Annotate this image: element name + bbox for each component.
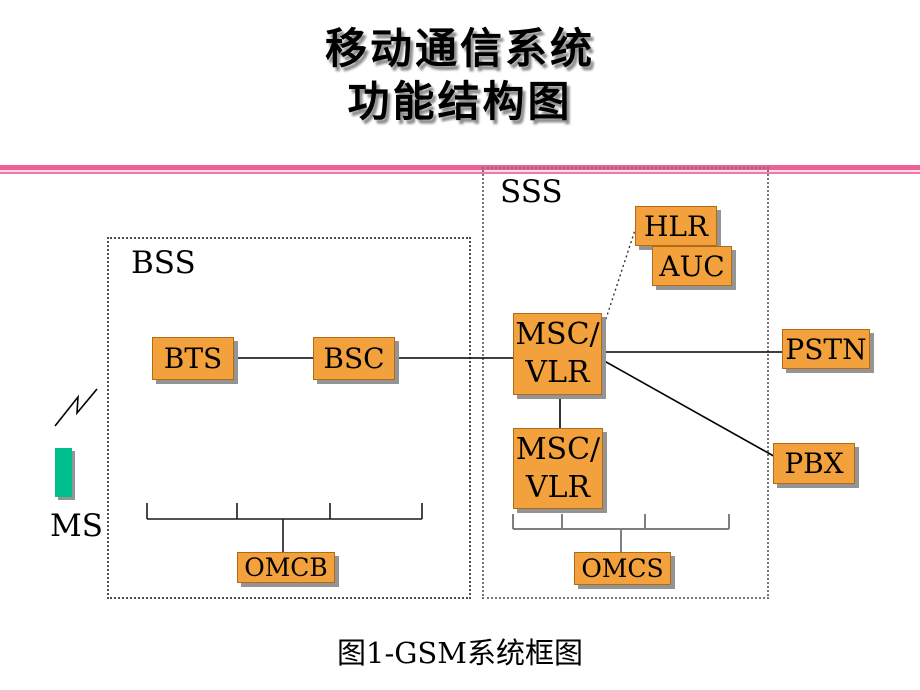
node-bts: BTS: [152, 337, 234, 380]
bss-region-box: BSS: [107, 237, 471, 599]
divider-gap: [0, 170, 920, 172]
sss-bus-comb: [512, 514, 730, 553]
radio-wave-icon: [54, 388, 98, 427]
slide-title-line2: 功能结构图: [347, 77, 573, 126]
mobile-phone-icon: [55, 448, 72, 497]
ms-label: MS: [50, 508, 103, 544]
node-bsc: BSC: [313, 337, 395, 380]
node-pstn: PSTN: [782, 329, 870, 369]
node-auc: AUC: [652, 246, 732, 286]
divider-thin-bar: [0, 172, 920, 174]
line-msc-pbx: [598, 357, 780, 460]
node-pbx: PBX: [773, 443, 855, 484]
divider-thick-bar: [0, 165, 920, 170]
sss-region-label: SSS: [500, 174, 563, 210]
node-omcs: OMCS: [574, 552, 671, 585]
node-omcb: OMCB: [237, 552, 335, 583]
title-divider: [0, 165, 920, 174]
sss-region-box: SSS: [482, 167, 769, 599]
node-msc-vlr-bottom: MSC/ VLR: [513, 428, 603, 509]
node-msc-vlr-top: MSC/ VLR: [513, 313, 602, 395]
node-hlr: HLR: [635, 206, 717, 246]
bss-bus-comb: [146, 503, 423, 553]
line-msc-hlr-dotted: [600, 226, 637, 335]
figure-caption: 图1-GSM系统框图: [337, 636, 583, 670]
bss-region-label: BSS: [131, 245, 196, 281]
slide-title: 移动通信系统 功能结构图: [0, 22, 920, 128]
slide-title-line1: 移动通信系统: [324, 24, 595, 73]
